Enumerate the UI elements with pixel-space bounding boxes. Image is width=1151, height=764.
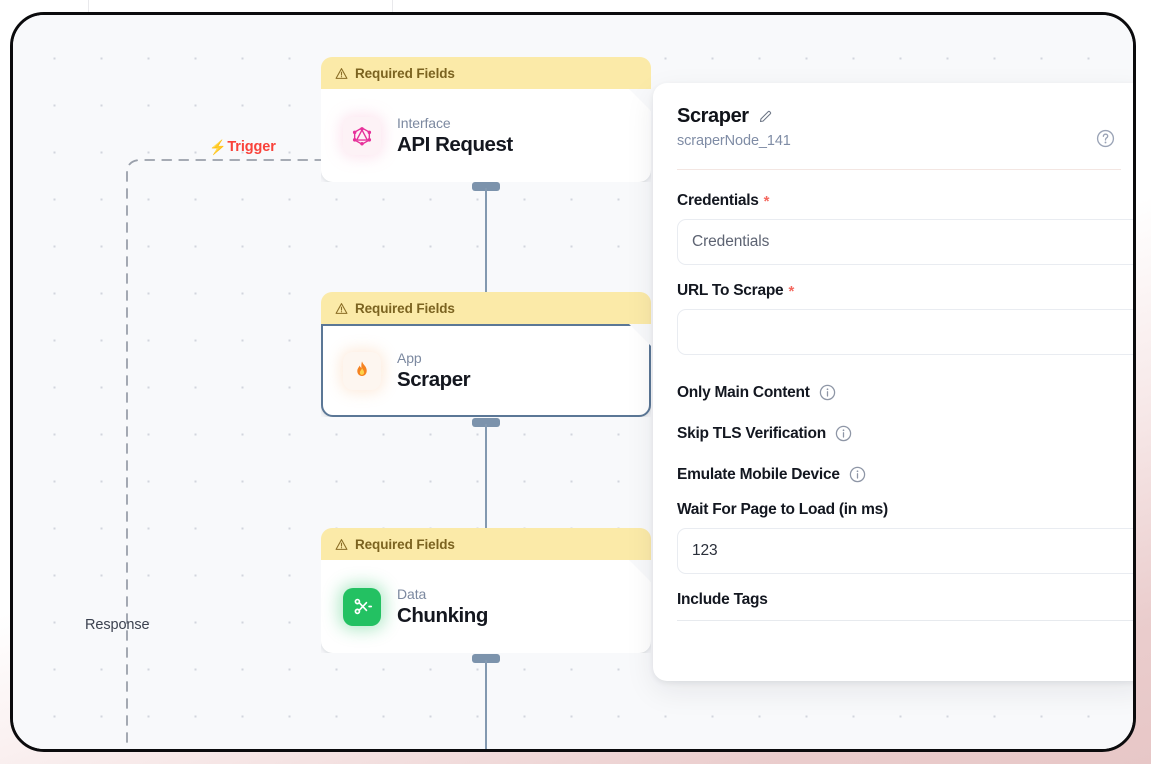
panel-header: Scraper scraperNode_141	[653, 83, 1133, 149]
response-label: Response	[85, 617, 150, 633]
node-title: Chunking	[397, 603, 488, 627]
warning-triangle-icon	[335, 302, 348, 314]
panel-title-row: Scraper	[677, 105, 1121, 128]
scissors-cut-icon	[343, 588, 381, 626]
required-asterisk: *	[763, 192, 770, 210]
trigger-label-text: Trigger	[227, 139, 276, 155]
node-handle-source[interactable]	[472, 654, 500, 663]
backdrop-seam-left	[88, 0, 89, 14]
node-body[interactable]: Interface API Request	[321, 89, 651, 182]
warning-triangle-icon	[335, 67, 348, 79]
node-title: Scraper	[397, 367, 471, 391]
field-label-text: URL To Scrape	[677, 282, 784, 299]
panel-subtitle: scraperNode_141	[677, 133, 791, 149]
banner-label: Required Fields	[355, 65, 455, 81]
node-handle-source[interactable]	[472, 182, 500, 191]
field-only-main-content[interactable]: Only Main Content	[677, 372, 1133, 413]
edge-line	[485, 660, 487, 749]
field-emulate-mobile-device[interactable]: Emulate Mobile Device	[677, 454, 1133, 495]
banner-label: Required Fields	[355, 536, 455, 552]
flow-node-chunking[interactable]: Required Fields Data	[321, 528, 651, 653]
node-kind: App	[397, 349, 422, 366]
field-label-text: Credentials	[677, 192, 759, 209]
node-body[interactable]: App Scraper	[321, 324, 651, 417]
edge-chunking-out	[321, 654, 651, 749]
field-include-tags: Include Tags	[677, 591, 1133, 621]
backdrop-seam-right	[392, 0, 393, 14]
field-url-to-scrape: URL To Scrape *	[677, 282, 1133, 355]
node-properties-panel: Scraper scraperNode_141 Credentials *	[653, 83, 1133, 681]
trigger-label: ⚡ Trigger	[209, 139, 276, 155]
pencil-icon[interactable]	[758, 109, 773, 124]
node-required-fields-banner: Required Fields	[321, 57, 651, 89]
edge-line	[485, 188, 487, 309]
node-required-fields-banner: Required Fields	[321, 292, 651, 324]
node-handle-source[interactable]	[472, 418, 500, 427]
edge-line	[485, 424, 487, 545]
toggle-label: Only Main Content	[677, 383, 810, 401]
app-window: ⚡ Trigger Response Required Fields	[10, 12, 1136, 752]
field-label-text: Include Tags	[677, 591, 768, 608]
field-label: Wait For Page to Load (in ms)	[677, 501, 1133, 519]
field-credentials: Credentials * Credentials	[677, 192, 1133, 265]
field-label: Include Tags	[677, 591, 1133, 609]
banner-label: Required Fields	[355, 300, 455, 316]
field-label: URL To Scrape *	[677, 282, 1133, 300]
node-kind: Data	[397, 585, 427, 602]
url-to-scrape-input[interactable]	[677, 309, 1133, 355]
node-kind: Interface	[397, 114, 451, 131]
field-label: Credentials *	[677, 192, 1133, 210]
include-tags-input[interactable]	[677, 620, 1133, 621]
panel-divider	[677, 169, 1121, 170]
field-label-text: Wait For Page to Load (in ms)	[677, 501, 888, 518]
credentials-input[interactable]: Credentials	[677, 219, 1133, 265]
field-wait-for-page-to-load: Wait For Page to Load (in ms) 123	[677, 501, 1133, 574]
warning-triangle-icon	[335, 538, 348, 550]
node-title: API Request	[397, 132, 513, 156]
field-skip-tls-verification[interactable]: Skip TLS Verification	[677, 413, 1133, 454]
panel-body: Credentials * Credentials URL To Scrape …	[653, 170, 1133, 670]
node-text: Interface API Request	[397, 115, 513, 157]
node-required-fields-banner: Required Fields	[321, 528, 651, 560]
toggle-label: Emulate Mobile Device	[677, 465, 840, 483]
flow-node-api-request[interactable]: Required Fields	[321, 57, 651, 182]
flame-icon	[343, 352, 381, 390]
info-circle-icon[interactable]	[835, 425, 852, 442]
graphql-hexagon-icon	[343, 117, 381, 155]
lightning-bolt-icon: ⚡	[209, 139, 227, 155]
flow-node-scraper[interactable]: Required Fields App Scraper	[321, 292, 651, 417]
toggle-label: Skip TLS Verification	[677, 424, 826, 442]
question-circle-icon[interactable]	[1096, 129, 1115, 148]
node-body[interactable]: Data Chunking	[321, 560, 651, 653]
panel-title: Scraper	[677, 105, 749, 127]
required-asterisk: *	[788, 282, 795, 300]
info-circle-icon[interactable]	[819, 384, 836, 401]
node-text: Data Chunking	[397, 586, 488, 628]
node-text: App Scraper	[397, 350, 470, 392]
wait-for-page-to-load-input[interactable]: 123	[677, 528, 1133, 574]
info-circle-icon[interactable]	[849, 466, 866, 483]
